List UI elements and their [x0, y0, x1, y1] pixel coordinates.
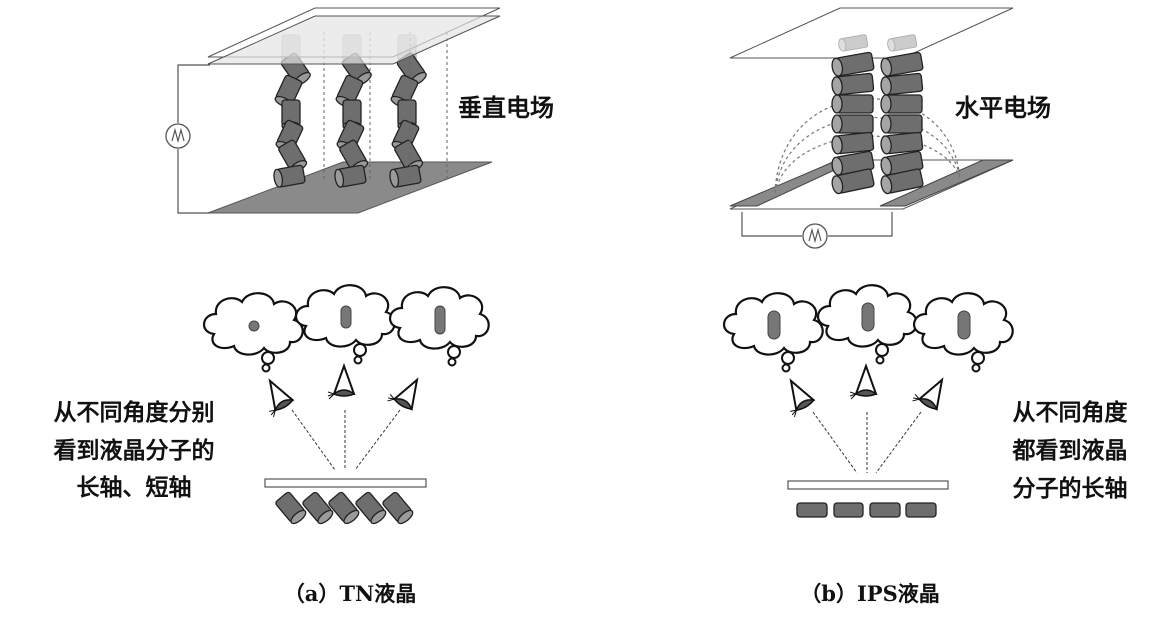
perceived-long-pill	[767, 310, 781, 340]
tn-thought-cloud-left	[202, 292, 304, 373]
ips-electrode-right	[879, 159, 1014, 207]
tn-sight-lines	[291, 409, 401, 471]
ips-thought-cloud-right	[912, 292, 1014, 373]
perceived-dot	[248, 320, 260, 332]
ips-description-line-3: 分子的长轴	[1013, 475, 1128, 502]
eye-icon	[849, 365, 877, 400]
tn-description-line-2: 看到液晶分子的	[54, 437, 215, 464]
caption-a: （a）TN液晶	[284, 581, 416, 606]
ips-column-1	[829, 33, 876, 196]
perceived-short-pill	[340, 305, 352, 329]
eye-icon	[776, 374, 818, 419]
caption-b: （b）IPS液晶	[800, 581, 939, 606]
eye-icon	[255, 374, 297, 419]
ips-thought-cloud-middle	[816, 284, 918, 365]
perceived-long-pill	[957, 310, 971, 340]
eye-icon	[910, 370, 952, 415]
tn-tilted-molecules	[274, 490, 416, 527]
tn-circuit-wires	[177, 64, 210, 214]
vertical-field-label: 垂直电场	[458, 93, 554, 122]
tn-description-line-1: 从不同角度分别	[54, 399, 215, 426]
tn-viewing-diagram: 从不同角度分别 看到液晶分子的 长轴、短轴	[54, 284, 490, 527]
ac-source-icon	[165, 123, 191, 149]
ips-horizontal-molecules	[796, 502, 937, 518]
ips-description-line-1: 从不同角度	[1013, 399, 1129, 426]
perceived-long-pill	[861, 302, 875, 332]
tn-thought-cloud-middle	[294, 284, 396, 365]
ips-sight-lines	[812, 411, 922, 474]
ips-thought-cloud-left	[722, 292, 824, 373]
ips-cell-diagram: 水平电场	[729, 7, 1051, 249]
ips-description-line-2: 都看到液晶	[1012, 437, 1128, 464]
tn-thought-cloud-right	[388, 286, 490, 367]
ips-column-2	[878, 33, 925, 196]
tn-polarizer-bar	[264, 478, 427, 488]
tn-description-line-3: 长轴、短轴	[77, 474, 192, 501]
horizontal-field-label: 水平电场	[955, 93, 1051, 122]
ips-polarizer-bar	[787, 480, 949, 490]
ips-circuit-wires	[741, 212, 893, 237]
tn-cell-diagram: 垂直电场	[165, 7, 554, 214]
eye-icon	[327, 365, 355, 400]
ac-source-icon	[802, 223, 828, 249]
perceived-long-pill	[434, 305, 446, 335]
eye-icon	[385, 370, 427, 415]
ips-viewing-diagram: 从不同角度 都看到液晶 分子的长轴	[722, 284, 1129, 518]
tn-top-plate-inner	[207, 15, 501, 65]
ips-top-plate	[729, 7, 1014, 59]
